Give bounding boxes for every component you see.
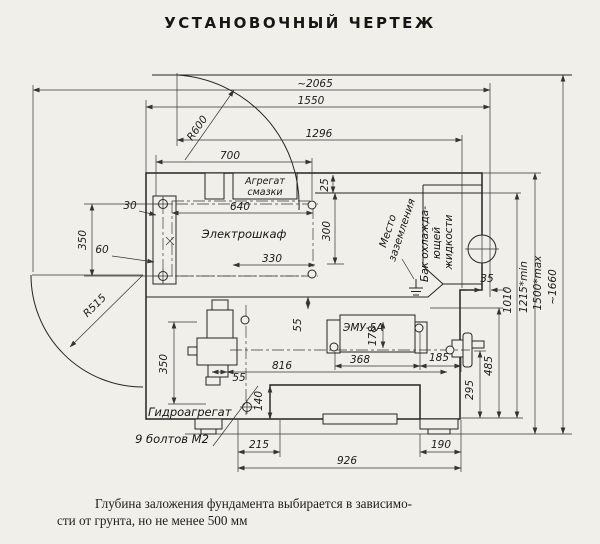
cabinet-envelope xyxy=(171,200,314,277)
lubrication-unit-label-2: смазки xyxy=(247,187,282,198)
dim-300: 300 xyxy=(321,221,333,241)
vertical-dimensions: 350 25 300 55 178 350 140 295 485 1010 1… xyxy=(77,74,566,435)
dim-60: 60 xyxy=(95,244,109,256)
dim-1215-min: 1215*min xyxy=(518,261,530,313)
dim-485: 485 xyxy=(483,356,495,376)
bed-bottom-details xyxy=(194,332,485,435)
dim-368: 368 xyxy=(350,354,370,366)
dim-1550: 1550 xyxy=(298,95,325,107)
centerlines xyxy=(230,305,470,415)
amplifier-label: ЭМУ-5А xyxy=(342,322,383,334)
r600-arc xyxy=(176,74,300,211)
drawing-title: УСТАНОВОЧНЫЙ ЧЕРТЕЖ xyxy=(164,13,436,32)
r515-label: R515 xyxy=(81,292,109,320)
coolant-tank: Бак охлажда- ющей жидкости xyxy=(419,184,499,285)
dim-350-left: 350 xyxy=(77,230,89,250)
hydraulic-unit: Гидроагрегат xyxy=(148,299,238,419)
caption-line-2: сти от грунта, но не менее 500 мм xyxy=(57,513,248,528)
dim-1660: ~1660 xyxy=(547,269,559,305)
horizontal-dimensions: ~2065 1550 1296 700 640 330 368 185 55 8… xyxy=(32,78,506,471)
dim-2065: ~2065 xyxy=(297,78,333,90)
dim-190: 190 xyxy=(431,439,451,451)
bolts-note-label: 9 болтов М2 xyxy=(135,432,209,446)
dim-30: 30 xyxy=(123,200,137,212)
tank-label-3: жидкости xyxy=(443,214,455,270)
dim-25: 25 xyxy=(319,178,331,192)
dim-55b: 55 xyxy=(292,318,304,332)
r600-label: R600 xyxy=(185,113,211,143)
dim-700: 700 xyxy=(220,150,240,162)
dim-350-hydro: 350 xyxy=(158,354,170,374)
left-foot xyxy=(194,418,223,430)
lubrication-unit-label-1: Агрегат xyxy=(244,176,285,187)
dim-140: 140 xyxy=(253,391,265,411)
dim-1010: 1010 xyxy=(502,286,514,313)
dim-55a: 55 xyxy=(232,372,246,384)
dim-215: 215 xyxy=(249,439,269,451)
bolts-note: 9 болтов М2 xyxy=(135,385,259,447)
tank-label-1: Бак охлажда- xyxy=(419,206,431,282)
dim-1296: 1296 xyxy=(306,128,333,140)
dim-295: 295 xyxy=(464,380,476,400)
dim-640: 640 xyxy=(230,201,250,213)
tank-label-2: ющей xyxy=(431,227,443,259)
dim-330: 330 xyxy=(262,253,282,265)
hydraulic-label: Гидроагрегат xyxy=(148,405,232,419)
dim-926: 926 xyxy=(337,455,357,467)
caption-line-1: Глубина заложения фундамента выбирается … xyxy=(95,496,412,511)
dim-35: 35 xyxy=(480,273,494,285)
dim-1500-max: 1500*max xyxy=(532,255,544,311)
grounding-point: Место заземления xyxy=(377,197,423,296)
ground-symbol xyxy=(409,279,423,296)
dim-816: 816 xyxy=(272,360,292,372)
extension-lines xyxy=(32,73,541,472)
cabinet-label: Электрошкаф xyxy=(201,227,287,241)
right-foot xyxy=(419,418,459,430)
center-mark xyxy=(165,236,175,246)
dim-185: 185 xyxy=(429,352,449,364)
foundation-bolts xyxy=(156,197,455,414)
dim-178: 178 xyxy=(367,326,379,346)
r515-arc xyxy=(30,274,144,388)
lubrication-unit: Агрегат смазки xyxy=(204,172,298,200)
